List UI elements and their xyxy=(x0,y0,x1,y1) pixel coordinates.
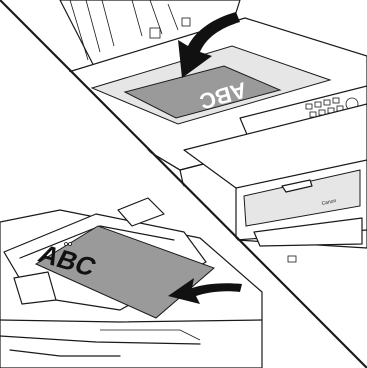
illustration: Canon ABC xyxy=(0,0,367,368)
scanner-diagram: Canon ABC xyxy=(0,0,367,368)
